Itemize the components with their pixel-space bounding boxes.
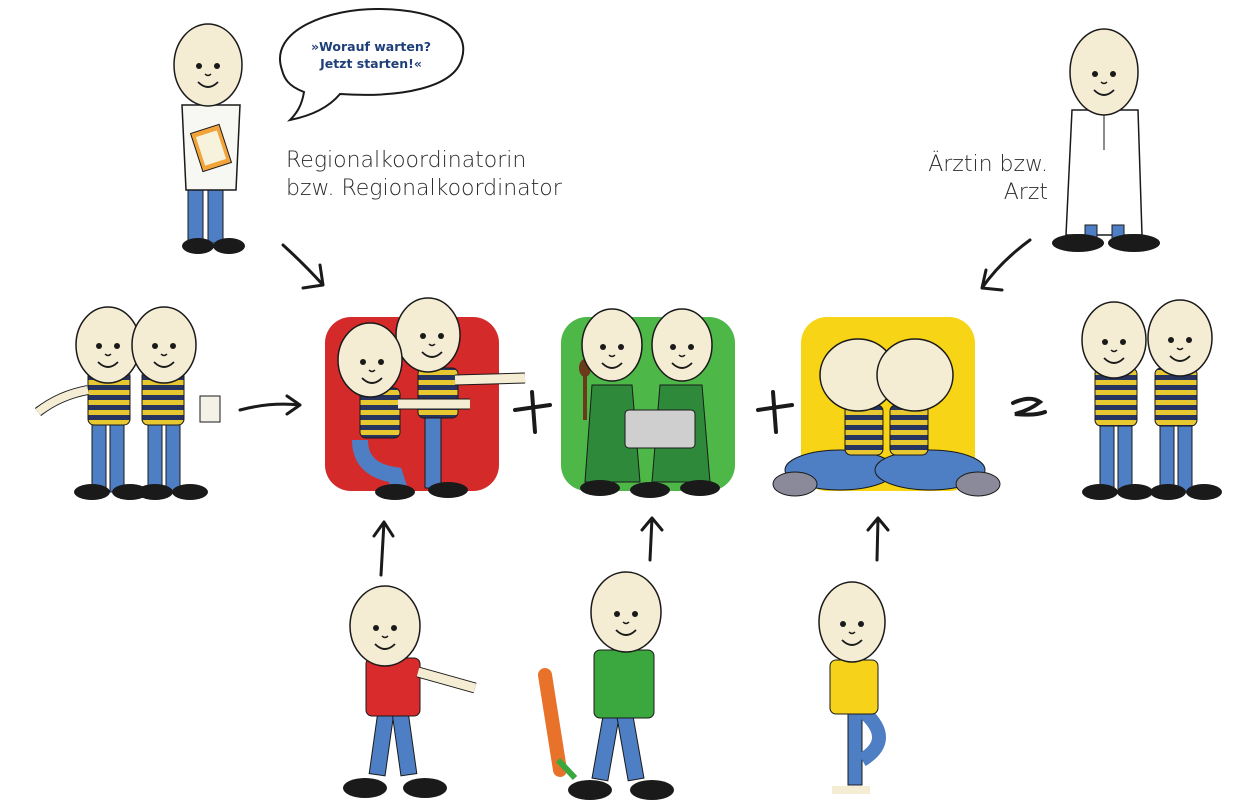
plus-sign-2: [756, 390, 794, 434]
yellow-shirt-figure: [818, 581, 886, 794]
arrow-yellow-figure-up: [866, 516, 890, 562]
plus-sign-1: [513, 390, 552, 434]
coordinator-label-line-2: bzw. Regionalkoordinator: [286, 176, 562, 201]
movement-figures: [337, 297, 526, 500]
doctor-label-line-2: Arzt: [1003, 180, 1048, 205]
arrow-green-figure-up: [640, 516, 664, 562]
bubble-line-2: Jetzt starten!«: [320, 56, 422, 71]
red-shirt-figure: [343, 585, 477, 798]
relaxation-figures: [772, 338, 1001, 497]
arrows: [238, 238, 1032, 577]
doctor-figure: [1052, 28, 1160, 252]
arrow-left-pair-to-tile: [238, 394, 302, 416]
left-pair-figures: [34, 306, 221, 500]
doctor-label-line-1: Ärztin bzw.: [928, 152, 1048, 177]
coordinator-figure: [173, 23, 245, 254]
coordinator-label-line-1: Regionalkoordinatorin: [286, 148, 527, 173]
arrow-red-figure-up: [372, 520, 395, 577]
equals-sign: [1011, 396, 1047, 417]
green-shirt-figure: [538, 571, 674, 800]
operators: [513, 390, 1047, 434]
right-pair-figures: [1081, 299, 1222, 500]
doctor-label: Ärztin bzw. Arzt: [908, 151, 1048, 207]
nutrition-figures: [579, 308, 720, 498]
arrow-doctor-to-tile: [980, 238, 1032, 292]
coordinator-label: Regionalkoordinatorin bzw. Regionalkoord…: [286, 147, 562, 203]
arrow-coordinator-to-tile: [281, 243, 325, 290]
bubble-line-1: »Worauf warten?: [310, 39, 432, 54]
